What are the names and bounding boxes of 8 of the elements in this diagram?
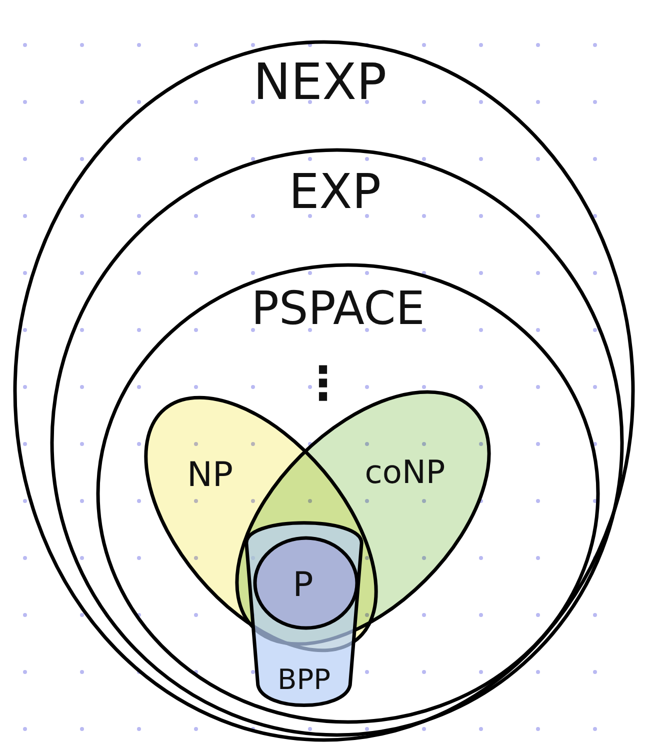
class-label: PSPACE: [251, 285, 425, 331]
class-label: NP: [187, 458, 233, 492]
ellipsis-label: ⋮: [300, 360, 346, 406]
class-label: NEXP: [253, 57, 387, 107]
class-label: BPP: [278, 666, 330, 694]
class-label: coNP: [364, 456, 446, 488]
class-label: P: [292, 568, 314, 602]
class-label: EXP: [288, 168, 382, 216]
